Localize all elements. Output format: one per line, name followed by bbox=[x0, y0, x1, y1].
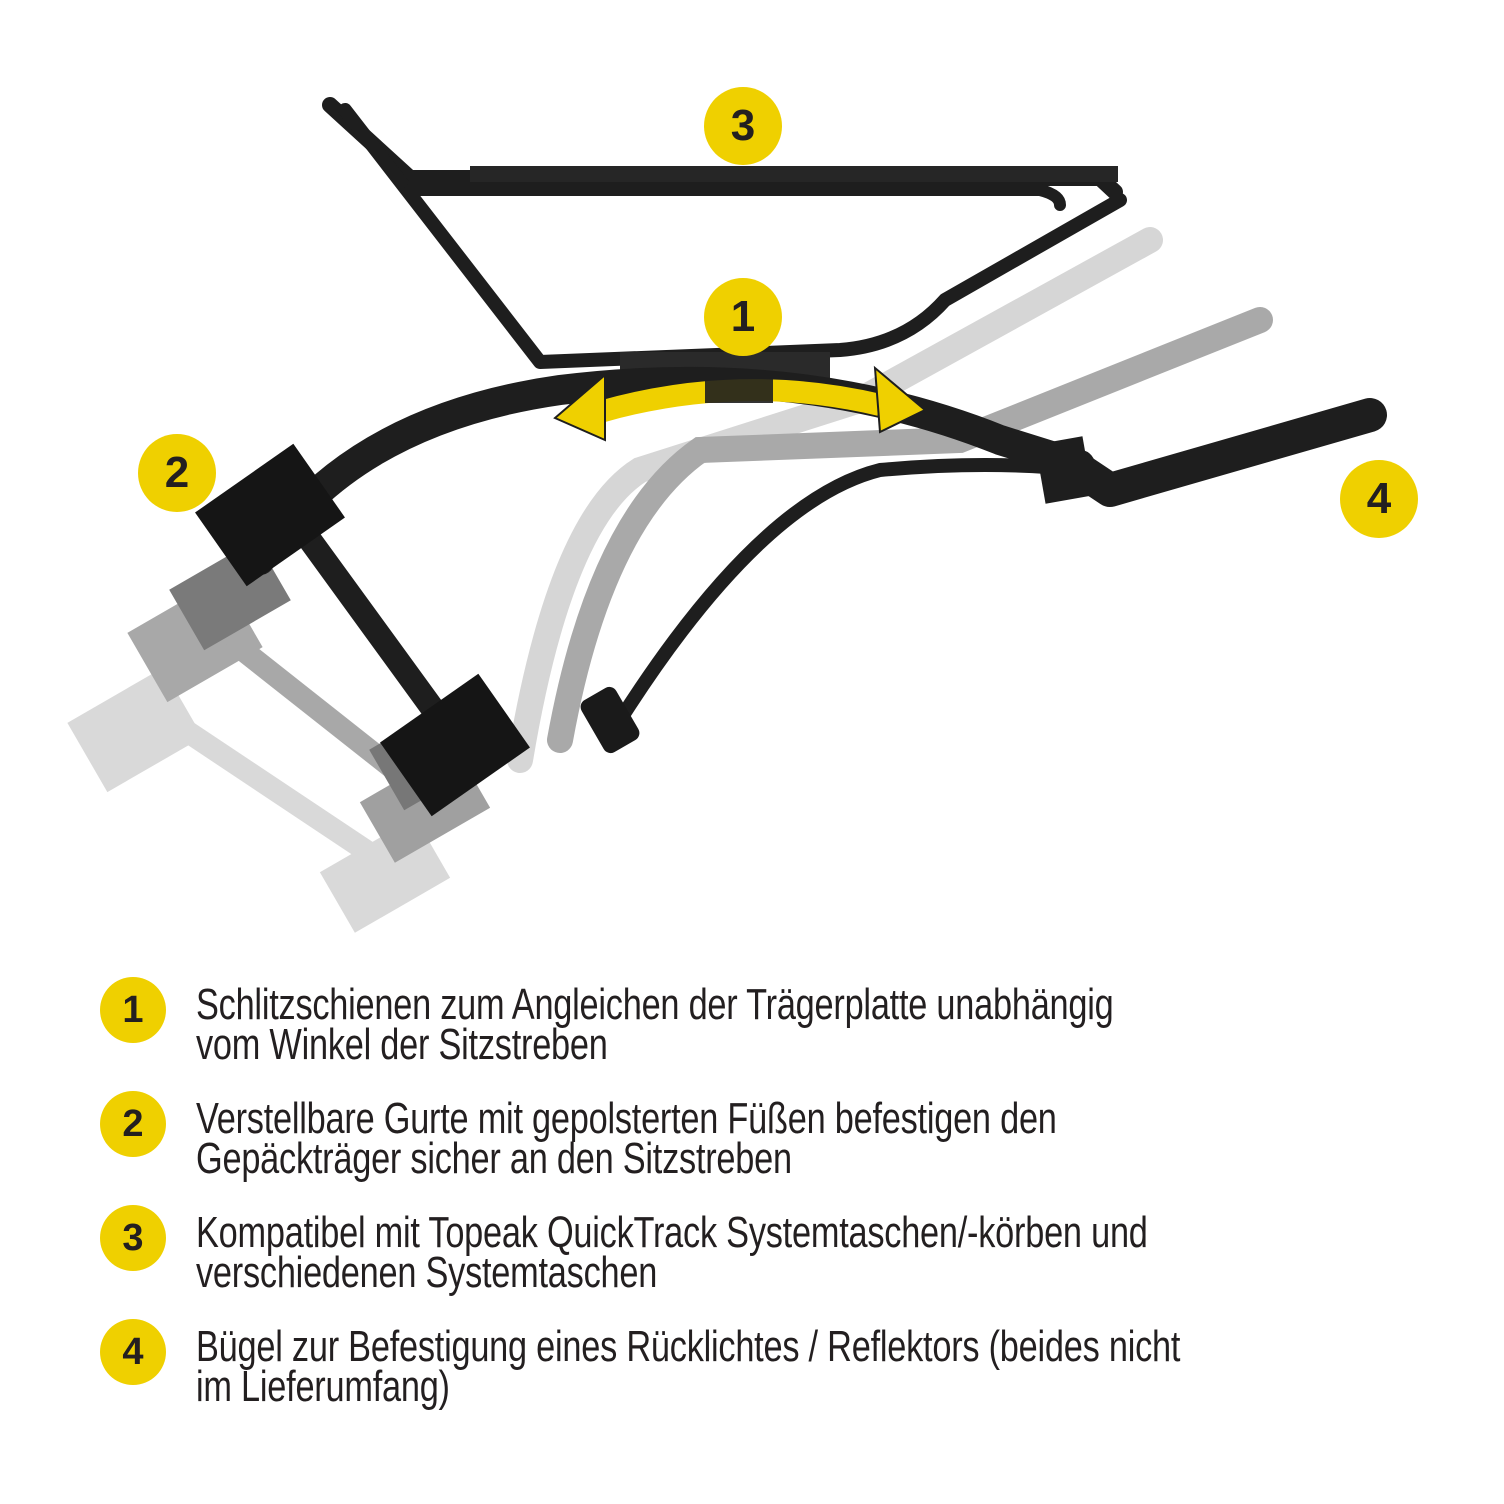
feature-legend: 1 Schlitzschienen zum Angleichen der Trä… bbox=[100, 975, 1480, 1431]
rack-diagram: 3 1 2 4 bbox=[67, 87, 1418, 933]
legend-line: Schlitzschienen zum Angleichen der Träge… bbox=[196, 980, 1114, 1029]
legend-line: vom Winkel der Sitzstreben bbox=[196, 1020, 608, 1069]
legend-line: Kompatibel mit Topeak QuickTrack Systemt… bbox=[196, 1208, 1148, 1257]
callout-badge-4: 4 bbox=[1340, 460, 1418, 538]
legend-text: Bügel zur Befestigung eines Rücklichtes … bbox=[196, 1317, 1181, 1411]
main-rack bbox=[245, 97, 1387, 772]
legend-line: Bügel zur Befestigung eines Rücklichtes … bbox=[196, 1322, 1181, 1371]
legend-item-3: 3 Kompatibel mit Topeak QuickTrack Syste… bbox=[100, 1203, 1480, 1297]
legend-badge: 4 bbox=[100, 1319, 166, 1385]
legend-text: Schlitzschienen zum Angleichen der Träge… bbox=[196, 975, 1114, 1069]
legend-line: im Lieferumfang) bbox=[196, 1362, 450, 1411]
callout-badge-2: 2 bbox=[138, 434, 216, 512]
legend-text: Kompatibel mit Topeak QuickTrack Systemt… bbox=[196, 1203, 1148, 1297]
callout-badge-1: 1 bbox=[704, 278, 782, 356]
legend-line: Gepäckträger sicher an den Sitzstreben bbox=[196, 1134, 792, 1183]
legend-line: verschiedenen Systemtaschen bbox=[196, 1248, 658, 1297]
legend-badge: 2 bbox=[100, 1091, 166, 1157]
legend-badge: 3 bbox=[100, 1205, 166, 1271]
rack-illustration bbox=[67, 97, 1387, 933]
legend-badge: 1 bbox=[100, 977, 166, 1043]
adjust-arrow-icon bbox=[553, 365, 927, 442]
legend-item-2: 2 Verstellbare Gurte mit gepolsterten Fü… bbox=[100, 1089, 1480, 1183]
legend-item-4: 4 Bügel zur Befestigung eines Rücklichte… bbox=[100, 1317, 1480, 1411]
strap-feet bbox=[195, 443, 640, 817]
legend-line: Verstellbare Gurte mit gepolsterten Füße… bbox=[196, 1094, 1057, 1143]
legend-item-1: 1 Schlitzschienen zum Angleichen der Trä… bbox=[100, 975, 1480, 1069]
callout-badge-3: 3 bbox=[704, 87, 782, 165]
legend-text: Verstellbare Gurte mit gepolsterten Füße… bbox=[196, 1089, 1057, 1183]
